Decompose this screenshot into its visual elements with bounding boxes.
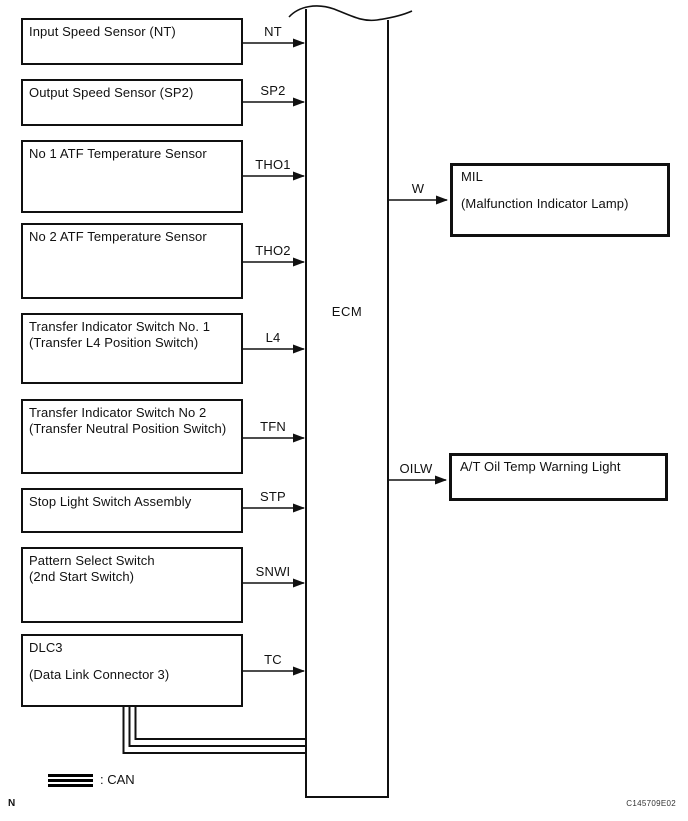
box-pattern-select-switch: Pattern Select Switch (2nd Start Switch) — [21, 547, 243, 623]
signal-label-tfn: TFN — [260, 419, 286, 434]
box-input-speed-sensor: Input Speed Sensor (NT) — [21, 18, 243, 65]
signal-label-nt: NT — [264, 24, 282, 39]
box-label: Pattern Select Switch — [29, 553, 155, 568]
box-label: No 1 ATF Temperature Sensor — [29, 146, 207, 161]
box-sublabel: (Data Link Connector 3) — [29, 667, 170, 682]
box-sublabel: (Transfer Neutral Position Switch) — [29, 421, 227, 436]
signal-label-sp2: SP2 — [260, 83, 286, 98]
box-stop-light-switch-assembly: Stop Light Switch Assembly — [21, 488, 243, 533]
can-triple-line-swatch — [48, 774, 93, 787]
box-dlc3: DLC3 (Data Link Connector 3) — [21, 634, 243, 707]
figure-code: C145709E02 — [626, 799, 676, 808]
box-label: DLC3 — [29, 640, 63, 655]
box-label: MIL — [461, 169, 483, 184]
signal-label-tc: TC — [264, 652, 282, 667]
page-marker: N — [8, 798, 16, 809]
box-sublabel: (2nd Start Switch) — [29, 569, 135, 584]
signal-label-w: W — [411, 181, 425, 196]
box-no2-atf-temperature-sensor: No 2 ATF Temperature Sensor — [21, 223, 243, 299]
box-label: Input Speed Sensor (NT) — [29, 24, 176, 39]
box-transfer-indicator-switch-no2: Transfer Indicator Switch No 2 (Transfer… — [21, 399, 243, 474]
signal-label-tho1: THO1 — [255, 157, 291, 172]
box-label: A/T Oil Temp Warning Light — [460, 459, 621, 474]
box-label: Output Speed Sensor (SP2) — [29, 85, 194, 100]
ecm-label: ECM — [331, 304, 363, 319]
box-sublabel: (Malfunction Indicator Lamp) — [461, 196, 629, 211]
signal-label-stp: STP — [260, 489, 286, 504]
can-bus-line-outer — [122, 705, 306, 754]
box-label: Transfer Indicator Switch No. 1 — [29, 319, 211, 334]
box-at-oil-temp-warning-light: A/T Oil Temp Warning Light — [449, 453, 668, 501]
ecm-box-outline — [305, 9, 389, 798]
can-legend-label: : CAN — [100, 772, 135, 787]
box-label: No 2 ATF Temperature Sensor — [29, 229, 207, 244]
signal-label-oilw: OILW — [399, 461, 433, 476]
can-bus-line-middle — [128, 705, 306, 747]
box-transfer-indicator-switch-no1: Transfer Indicator Switch No. 1 (Transfe… — [21, 313, 243, 384]
signal-label-tho2: THO2 — [255, 243, 291, 258]
can-bus-line-inner — [134, 705, 306, 740]
box-sublabel: (Transfer L4 Position Switch) — [29, 335, 199, 350]
box-label: Transfer Indicator Switch No 2 — [29, 405, 207, 420]
box-output-speed-sensor: Output Speed Sensor (SP2) — [21, 79, 243, 126]
signal-label-snwi: SNWI — [255, 564, 291, 579]
box-mil: MIL (Malfunction Indicator Lamp) — [450, 163, 670, 237]
box-label: Stop Light Switch Assembly — [29, 494, 192, 509]
ecm-break-line — [288, 5, 413, 22]
box-no1-atf-temperature-sensor: No 1 ATF Temperature Sensor — [21, 140, 243, 213]
signal-label-l4: L4 — [265, 330, 281, 345]
